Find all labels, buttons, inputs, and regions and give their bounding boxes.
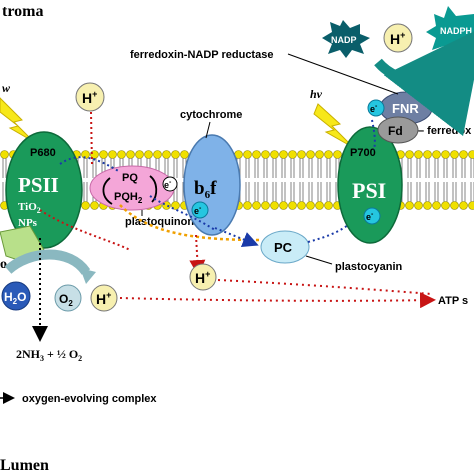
nadph-star-icon: NADPH [426, 6, 474, 56]
pqh2-label: PQH2 [114, 191, 143, 205]
oec-legend-label: oxygen-evolving complex [22, 393, 157, 405]
nh3-equation: 2NH3 + ½ O2 [16, 347, 82, 363]
fnr-title-label: ferredoxin-NADP reductase [130, 49, 273, 61]
svg-text:e-: e- [370, 103, 378, 114]
cytochrome-label: cytochrome [180, 109, 242, 121]
electron-path-3 [214, 227, 259, 247]
proton-to-atp-1 [119, 292, 436, 309]
p680-label: P680 [30, 147, 56, 159]
p700-label: P700 [350, 147, 376, 159]
fd-complex: Fd [377, 116, 419, 144]
water-split-arrow [4, 249, 96, 284]
plastoquinone-label: plastoquinone [125, 216, 200, 228]
psi-label: PSI [352, 178, 386, 203]
electron-path-fd [371, 119, 376, 151]
h-plus-top-left-text: H+ [82, 89, 97, 106]
e-minus-fnr: e- [367, 99, 385, 117]
nadp-label: NADP [331, 35, 357, 45]
light-bolt-left-icon [0, 97, 35, 143]
e-minus-b6f: e- [194, 205, 202, 216]
cytochrome-b6f: b6f e- [183, 134, 241, 236]
hv-right-label: hv [310, 87, 323, 101]
lumen-label: Lumen [0, 457, 49, 474]
electron-path-orange [119, 204, 261, 242]
pq-label: PQ [122, 172, 138, 184]
h-plus-path [90, 111, 93, 166]
hv-left-label: w [2, 81, 11, 95]
psii-label: PSII [18, 173, 59, 197]
nadp-star-icon: NADP [322, 20, 370, 58]
h-plus-top-left: H+ [75, 82, 105, 112]
h2o-molecule: H2O [1, 281, 31, 311]
proton-path-psii [39, 209, 131, 251]
h-plus-lumen-left: H+ [90, 284, 118, 312]
nadp-reduction-arrow [374, 26, 474, 137]
e-minus-psi: e- [366, 211, 374, 222]
o2-molecule: O2 [54, 284, 82, 312]
b6f-label: b6f [194, 178, 217, 201]
svg-text:O2: O2 [59, 292, 73, 308]
svg-text:e-: e- [164, 179, 172, 190]
nps-label: NPs [18, 217, 38, 229]
psii-complex: P680 PSII TiO2 NPs [5, 131, 83, 249]
light-bolt-right-icon [313, 103, 355, 149]
oec-legend: oxygen-evolving complex [0, 392, 157, 405]
fd-label: Fd [388, 124, 403, 138]
h-plus-lumen-center: H+ [189, 263, 217, 291]
ferredoxin-label: – ferredox [418, 125, 472, 137]
svg-text:H+: H+ [96, 290, 111, 307]
pq-pool: PQ PQH2 [89, 165, 175, 211]
e-minus-pq: e- [162, 176, 178, 192]
proton-to-atp-2 [217, 279, 433, 295]
electron-path-2 [149, 195, 216, 231]
atp-label: ATP s [438, 295, 468, 307]
left-cut-label: o [0, 257, 7, 272]
tio2-label: TiO2 [18, 201, 41, 215]
psi-complex: P700 PSI e- [337, 126, 403, 244]
pc-protein: PC [260, 230, 310, 264]
svg-text:H2O: H2O [4, 290, 26, 306]
pc-label: PC [274, 240, 293, 255]
nadph-label: NADPH [440, 26, 472, 36]
h-plus-stroma: H+ [383, 23, 413, 53]
svg-text:H+: H+ [195, 269, 210, 286]
electron-path-1 [59, 156, 121, 173]
fnr-label: FNR [392, 101, 419, 116]
plastocyanin-label: plastocyanin [335, 261, 403, 273]
stroma-label: troma [2, 3, 43, 20]
electron-path-pc [307, 214, 361, 243]
